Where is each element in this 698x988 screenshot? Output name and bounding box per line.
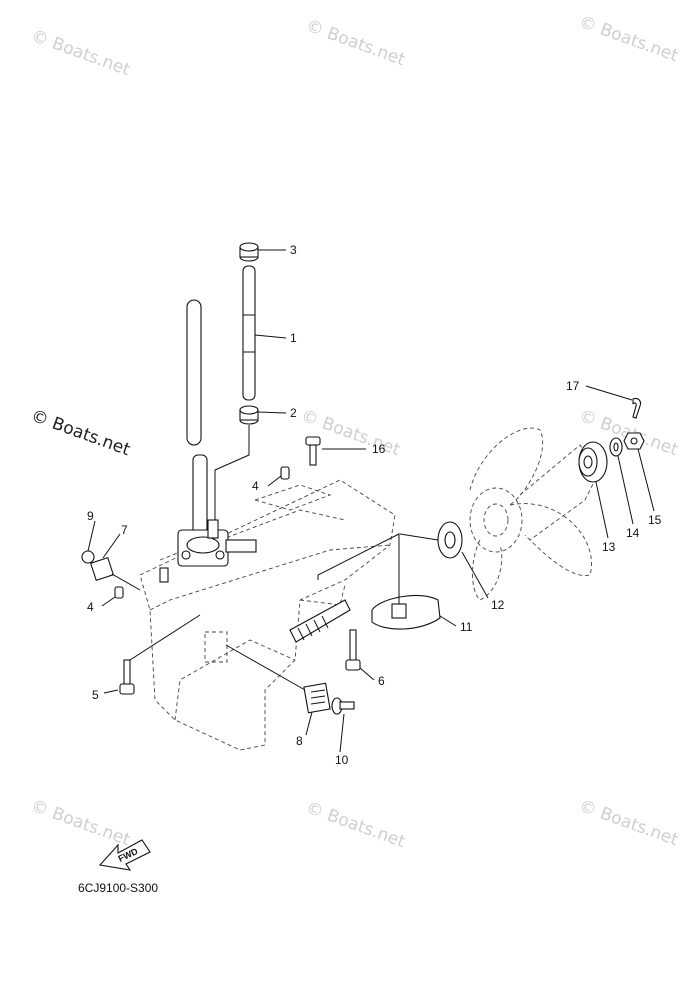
part-10-plug: [81, 520, 96, 564]
part-5-bolt: [103, 614, 201, 695]
watermark: © Boats.net: [303, 798, 408, 852]
leader-lines: [254, 249, 287, 414]
part-17-cotter-pin: [585, 385, 642, 419]
callout-14: 13: [602, 540, 616, 554]
callout-9: 10: [335, 753, 349, 767]
watermark-layer: © Boats.net © Boats.net © Boats.net © Bo…: [28, 12, 681, 852]
callout-15: 14: [626, 526, 640, 540]
leader-line: [214, 425, 250, 520]
part-16-nut: [623, 432, 655, 512]
callout-5: 5: [92, 688, 99, 702]
callout-10: 9: [87, 509, 94, 523]
watermark: © Boats.net: [28, 796, 133, 850]
part-12-bolt: [305, 436, 366, 466]
part-3-bushing: [239, 242, 259, 262]
watermark: © Boats.net: [303, 16, 408, 70]
drive-shaft: [186, 299, 208, 551]
propeller-shaft: [289, 599, 351, 643]
callout-1: 1: [290, 331, 297, 345]
callout-2: 2: [290, 406, 297, 420]
part-2-grommet: [239, 405, 259, 425]
callout-13: 12: [491, 598, 505, 612]
callout-3: 3: [290, 243, 297, 257]
part-4-dowel-pin-upper: [267, 466, 290, 487]
watermark: © Boats.net: [576, 12, 681, 66]
diagram-code: 6CJ9100-S300: [78, 881, 158, 895]
callout-labels: 3 1 2 16 4 9 7 4 5 6 8 10 11 12 13 14 15…: [87, 243, 662, 767]
callout-4-upper: 4: [252, 479, 259, 493]
part-11-trim-tab: [317, 533, 457, 630]
fwd-arrow: FWD: [98, 839, 151, 871]
part-4-dowel-pin-lower: [101, 586, 124, 607]
watermark: © Boats.net: [28, 26, 133, 80]
part-7-anode-plate: [225, 644, 331, 736]
part-14-spacer: [578, 441, 609, 539]
part-13-thrust-washer: [399, 521, 489, 599]
callout-6: 6: [378, 674, 385, 688]
watermark: © Boats.net: [576, 796, 681, 850]
part-9-screw: [331, 697, 355, 753]
part-15-washer: [609, 437, 634, 525]
callout-16: 15: [648, 513, 662, 527]
lower-case-housing: [139, 479, 396, 751]
part-1-water-tube: [242, 265, 256, 401]
water-pump: [159, 519, 257, 583]
callout-4-lower: 4: [87, 600, 94, 614]
callout-7: 8: [296, 734, 303, 748]
callout-17: 17: [566, 379, 580, 393]
callout-12: 16: [372, 442, 386, 456]
propeller: [469, 427, 601, 601]
callout-11: 11: [460, 620, 473, 634]
watermark-dark: © Boats.net: [28, 406, 133, 460]
part-8-anode: [89, 533, 141, 591]
callout-8: 7: [121, 523, 128, 537]
part-6-bolt: [345, 629, 375, 681]
